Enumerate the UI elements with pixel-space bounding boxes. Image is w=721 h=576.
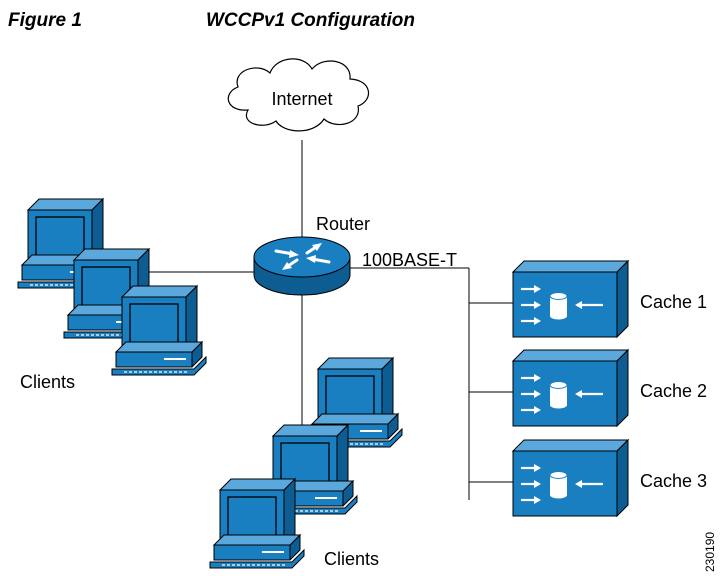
internet-cloud: Internet bbox=[227, 58, 369, 132]
cache-3-label: Cache 3 bbox=[640, 471, 707, 491]
cache-engine-icon bbox=[511, 348, 630, 428]
figure-number: Figure 1 bbox=[8, 10, 82, 31]
clients-left-label: Clients bbox=[20, 372, 75, 392]
cache-engine-icon bbox=[511, 438, 630, 518]
cache-1-label: Cache 1 bbox=[640, 292, 707, 312]
client-computer bbox=[209, 478, 305, 569]
cache-engine-icon bbox=[511, 259, 630, 339]
router-label: Router bbox=[316, 214, 370, 234]
cache-2-label: Cache 2 bbox=[640, 381, 707, 401]
figure-title: WCCPv1 Configuration bbox=[206, 10, 415, 31]
link-label: 100BASE-T bbox=[362, 250, 457, 270]
clients-bottom-label: Clients bbox=[324, 549, 379, 569]
router-icon bbox=[253, 236, 351, 296]
client-computer bbox=[111, 285, 207, 376]
figure-id: 230190 bbox=[703, 532, 717, 572]
internet-label: Internet bbox=[271, 89, 332, 109]
